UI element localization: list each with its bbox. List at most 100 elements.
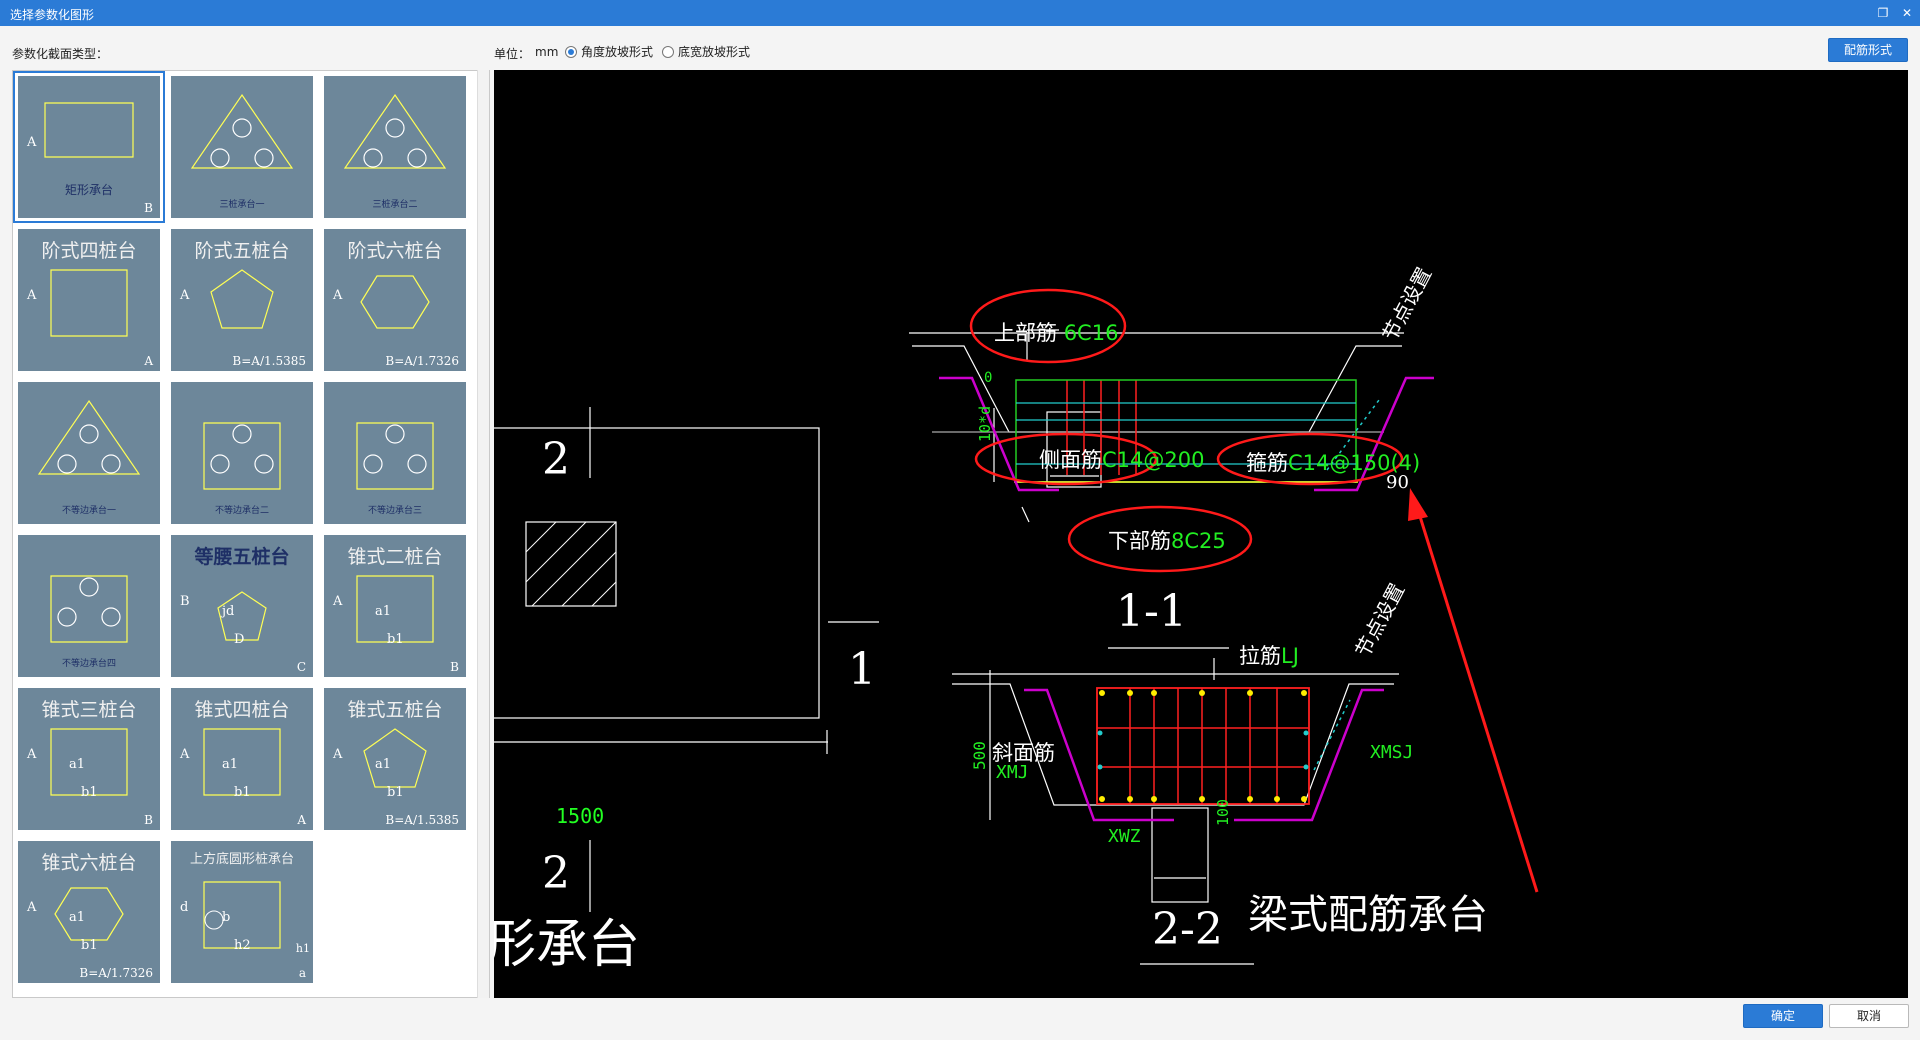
tile-dim-label: a1 [69, 757, 86, 772]
tile-dim-label: b1 [81, 785, 98, 800]
tile-shape [50, 728, 128, 796]
tile-title: 上方底圆形桩承台 [189, 852, 294, 867]
tile-thumbnail [171, 76, 313, 218]
tile-thumbnail [324, 76, 466, 218]
tile-dim-label: B [144, 201, 153, 215]
cancel-button[interactable]: 取消 [1829, 1004, 1909, 1028]
pile-circle [254, 454, 274, 474]
tile-thumbnail [171, 382, 313, 524]
radio-angle-slope[interactable]: 角度放坡形式 [565, 43, 653, 60]
pile-circle [79, 424, 99, 444]
rebar-form-button[interactable]: 配筋形式 [1828, 38, 1908, 62]
tile-dim-label: A [180, 288, 190, 303]
tile-title: 不等边承台一 [61, 506, 116, 516]
pile-circle [363, 454, 383, 474]
tile-dim-label: A [180, 747, 190, 762]
ellipse-top-bar [969, 288, 1127, 364]
pile-circle [232, 424, 252, 444]
tile-thumbnail [171, 688, 313, 830]
tile-dim-label: b1 [387, 632, 404, 647]
gallery-scrollbar[interactable] [477, 70, 489, 998]
tile-dim-label: h1 [295, 942, 310, 955]
tile-dim-label: a1 [375, 757, 392, 772]
tile-dim-label: D [234, 632, 245, 647]
dim-500: 500 [970, 741, 989, 770]
pile-circle [57, 607, 77, 627]
restore-icon[interactable]: ❐ [1877, 6, 1889, 20]
section22-cage [1096, 687, 1310, 805]
pile-circle [407, 454, 427, 474]
tile-dim-label: A [27, 747, 37, 762]
tile-thumbnail [171, 229, 313, 371]
ellipse-stirrup [1216, 432, 1404, 486]
section-tile[interactable]: 三桩承台一 [168, 73, 316, 221]
section-tile[interactable]: 不等边承台二 [168, 379, 316, 527]
tile-shape [363, 728, 427, 788]
pile-circle [79, 577, 99, 597]
tile-shape [356, 575, 434, 643]
tile-title: 阶式五桩台 [194, 240, 290, 262]
section-tile[interactable]: 不等边承台一 [15, 379, 163, 527]
section-mark-1: 1 [848, 644, 876, 695]
dim-100: 100 [1214, 798, 1232, 826]
tile-thumbnail [171, 841, 313, 983]
tile-dim-label: a1 [69, 910, 86, 925]
tile-dim-label: d [180, 900, 189, 915]
section-type-label: 参数化截面类型： [12, 47, 109, 61]
xmj-label: XMJ [996, 762, 1029, 783]
pile-circle [210, 148, 230, 168]
unit-label: 单位： [494, 47, 531, 61]
dim-1500: 1500 [556, 804, 605, 828]
tile-title: 矩形承台 [64, 183, 113, 197]
tile-shape [54, 887, 124, 941]
tile-shape [343, 93, 447, 169]
tile-dim-label: b1 [387, 785, 404, 800]
tile-dim-label: A [27, 135, 37, 150]
tile-shape [203, 728, 281, 796]
section-tile[interactable]: 不等边承台三 [321, 379, 469, 527]
tile-dim-label: B=A/1.7326 [79, 966, 153, 980]
tile-title: 阶式六桩台 [347, 240, 443, 262]
tile-dim-label: A [27, 288, 37, 303]
tile-shape [203, 881, 281, 949]
tile-title: 不等边承台二 [214, 506, 269, 516]
xmsj-label: XMSJ [1370, 742, 1414, 763]
tile-dim-label: a1 [222, 757, 239, 772]
tile-dim-label: A [144, 354, 153, 368]
tile-thumbnail [18, 688, 160, 830]
tile-shape [356, 422, 434, 490]
tile-shape [190, 93, 294, 169]
tile-dim-label: b1 [234, 785, 251, 800]
tile-shape [37, 399, 141, 475]
tile-thumbnail [324, 382, 466, 524]
section-tile[interactable]: 三桩承台二 [321, 73, 469, 221]
ok-button[interactable]: 确定 [1743, 1004, 1823, 1028]
tile-thumbnail [324, 229, 466, 371]
slope-bar-label: 斜面筋 [992, 741, 1055, 765]
preview-canvas: 2 2 1 1500 形承台 上部筋 6C16 侧面筋C14@200 箍筋C14… [494, 70, 1908, 998]
section-tile[interactable]: 矩形承台 A B [13, 71, 165, 223]
radio-checked-icon [565, 46, 577, 58]
tile-thumbnail [18, 841, 160, 983]
tile-dim-label: B [450, 660, 459, 674]
section-title-2-2: 2-2 [1152, 904, 1223, 955]
radio-width-slope[interactable]: 底宽放坡形式 [662, 43, 750, 60]
pile-circle [57, 454, 77, 474]
radio-angle-label: 角度放坡形式 [581, 45, 654, 59]
section22-outline [952, 683, 1394, 806]
tile-title: 锥式三桩台 [41, 699, 137, 721]
close-icon[interactable]: ✕ [1901, 6, 1913, 20]
section-tile[interactable]: 不等边承台四 [15, 532, 163, 680]
bottom-bar-annotation: 下部筋8C25 [1108, 529, 1226, 553]
